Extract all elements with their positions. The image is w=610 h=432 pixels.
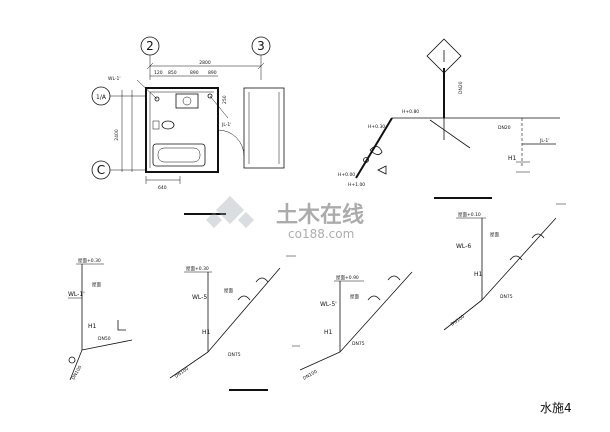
supply-diagonal — [355, 117, 393, 179]
svg-text:DN20: DN20 — [498, 125, 511, 131]
axis-label-3: 3 — [257, 39, 265, 53]
drain-riser-4: 屋面+0.10 WL-6 屋面 H1 DN75 DN100 — [443, 203, 566, 331]
dim-top-2: 890 — [190, 70, 199, 76]
riser-4-h: H1 — [474, 271, 483, 278]
riser-2-h: H1 — [202, 329, 211, 336]
drain-riser-2: 屋面+0.30 WL-5 屋面 H1 DN75 DN100 — [169, 255, 296, 391]
riser-2-note-1: DN75 — [228, 352, 241, 358]
watermark-brand: 土木在线 — [276, 202, 364, 228]
dim-top-0: 120 — [154, 70, 163, 76]
overall-dim-text: 2800 — [199, 60, 211, 66]
watermark: 土木在线 co188.com — [206, 196, 364, 241]
faucet-symbol — [369, 146, 383, 155]
riser-3-note-2: DN100 — [302, 369, 318, 382]
bathtub — [152, 143, 206, 167]
riser-1-top-level: 屋面+0.30 — [78, 258, 101, 264]
watermark-url: co188.com — [288, 227, 354, 241]
supply-main-dn: DN20 — [458, 81, 464, 94]
water-supply-riser: DN20 DN20 H+0.80 H+0.30 H+0.00 H+1.00 JL… — [338, 38, 560, 199]
riser-1-h: H1 — [88, 323, 97, 330]
sheet-title: 水施4 — [540, 401, 572, 415]
svg-text:250: 250 — [222, 95, 228, 104]
riser-4-label: WL-6 — [456, 243, 471, 250]
riser-3-label: WL-5' — [320, 301, 337, 308]
riser-3-h: H1 — [324, 329, 333, 336]
dim-top-1: 850 — [168, 70, 177, 76]
riser-1-label: WL-1' — [68, 291, 85, 298]
dim-left-0: 2400 — [114, 129, 120, 141]
riser-3-note-1: DN75 — [352, 341, 365, 347]
riser-3-note-0: 屋面 — [350, 294, 359, 300]
riser-2-branch — [207, 267, 281, 353]
adjacent-room — [243, 87, 285, 169]
riser-2-top-level: 屋面+0.30 — [186, 266, 209, 272]
riser-h1-label: H1 — [508, 155, 517, 162]
riser-4-note-2: DN100 — [450, 314, 466, 328]
axis-label-2: 2 — [146, 39, 154, 53]
riser-2-note-0: 屋面 — [224, 288, 233, 294]
drain-riser-1: 屋面+0.30 WL-1' 屋面 H1 DN50 DN100 — [68, 258, 133, 381]
riser-1-note-1: DN50 — [98, 336, 111, 342]
riser-4-top-level: 屋面+0.10 — [458, 212, 481, 218]
svg-text:H+0.80: H+0.80 — [402, 109, 419, 115]
dim-top-3: 890 — [208, 70, 217, 76]
floor-plan: 2 3 1/A C 2800 120 850 890 890 2400 — [91, 36, 285, 215]
svg-text:H+0.30: H+0.30 — [368, 124, 385, 130]
riser-3-top-level: 屋面+0.90 — [336, 275, 359, 281]
riser-1-note-0: 屋面 — [92, 282, 101, 288]
axis-label-c: C — [97, 163, 105, 177]
drain-riser-3: 屋面+0.90 WL-5' 屋面 H1 DN75 DN100 — [292, 271, 413, 382]
riser-4-branch — [481, 217, 557, 301]
water-tank-symbol — [426, 38, 462, 74]
plan-wl-label: WL-1' — [108, 76, 121, 82]
basin — [175, 93, 199, 109]
dim-bottom: 640 — [158, 185, 167, 191]
door-swing — [217, 129, 245, 157]
riser-4-note-1: DN75 — [500, 294, 513, 300]
svg-text:H+1.00: H+1.00 — [348, 182, 365, 188]
riser-2-note-2: DN100 — [174, 366, 190, 380]
toilet — [161, 120, 175, 130]
svg-text:H+0.00: H+0.00 — [338, 172, 355, 178]
riser-3-branch — [339, 271, 413, 353]
riser-jl-label: JL-1' — [539, 138, 549, 144]
riser-2-label: WL-5 — [192, 294, 207, 301]
watermark-logo — [216, 196, 244, 224]
axis-label-1a: 1/A — [96, 94, 107, 101]
riser-4-note-0: 屋面 — [490, 232, 499, 238]
plan-jl-label: JL-1' — [221, 122, 231, 128]
